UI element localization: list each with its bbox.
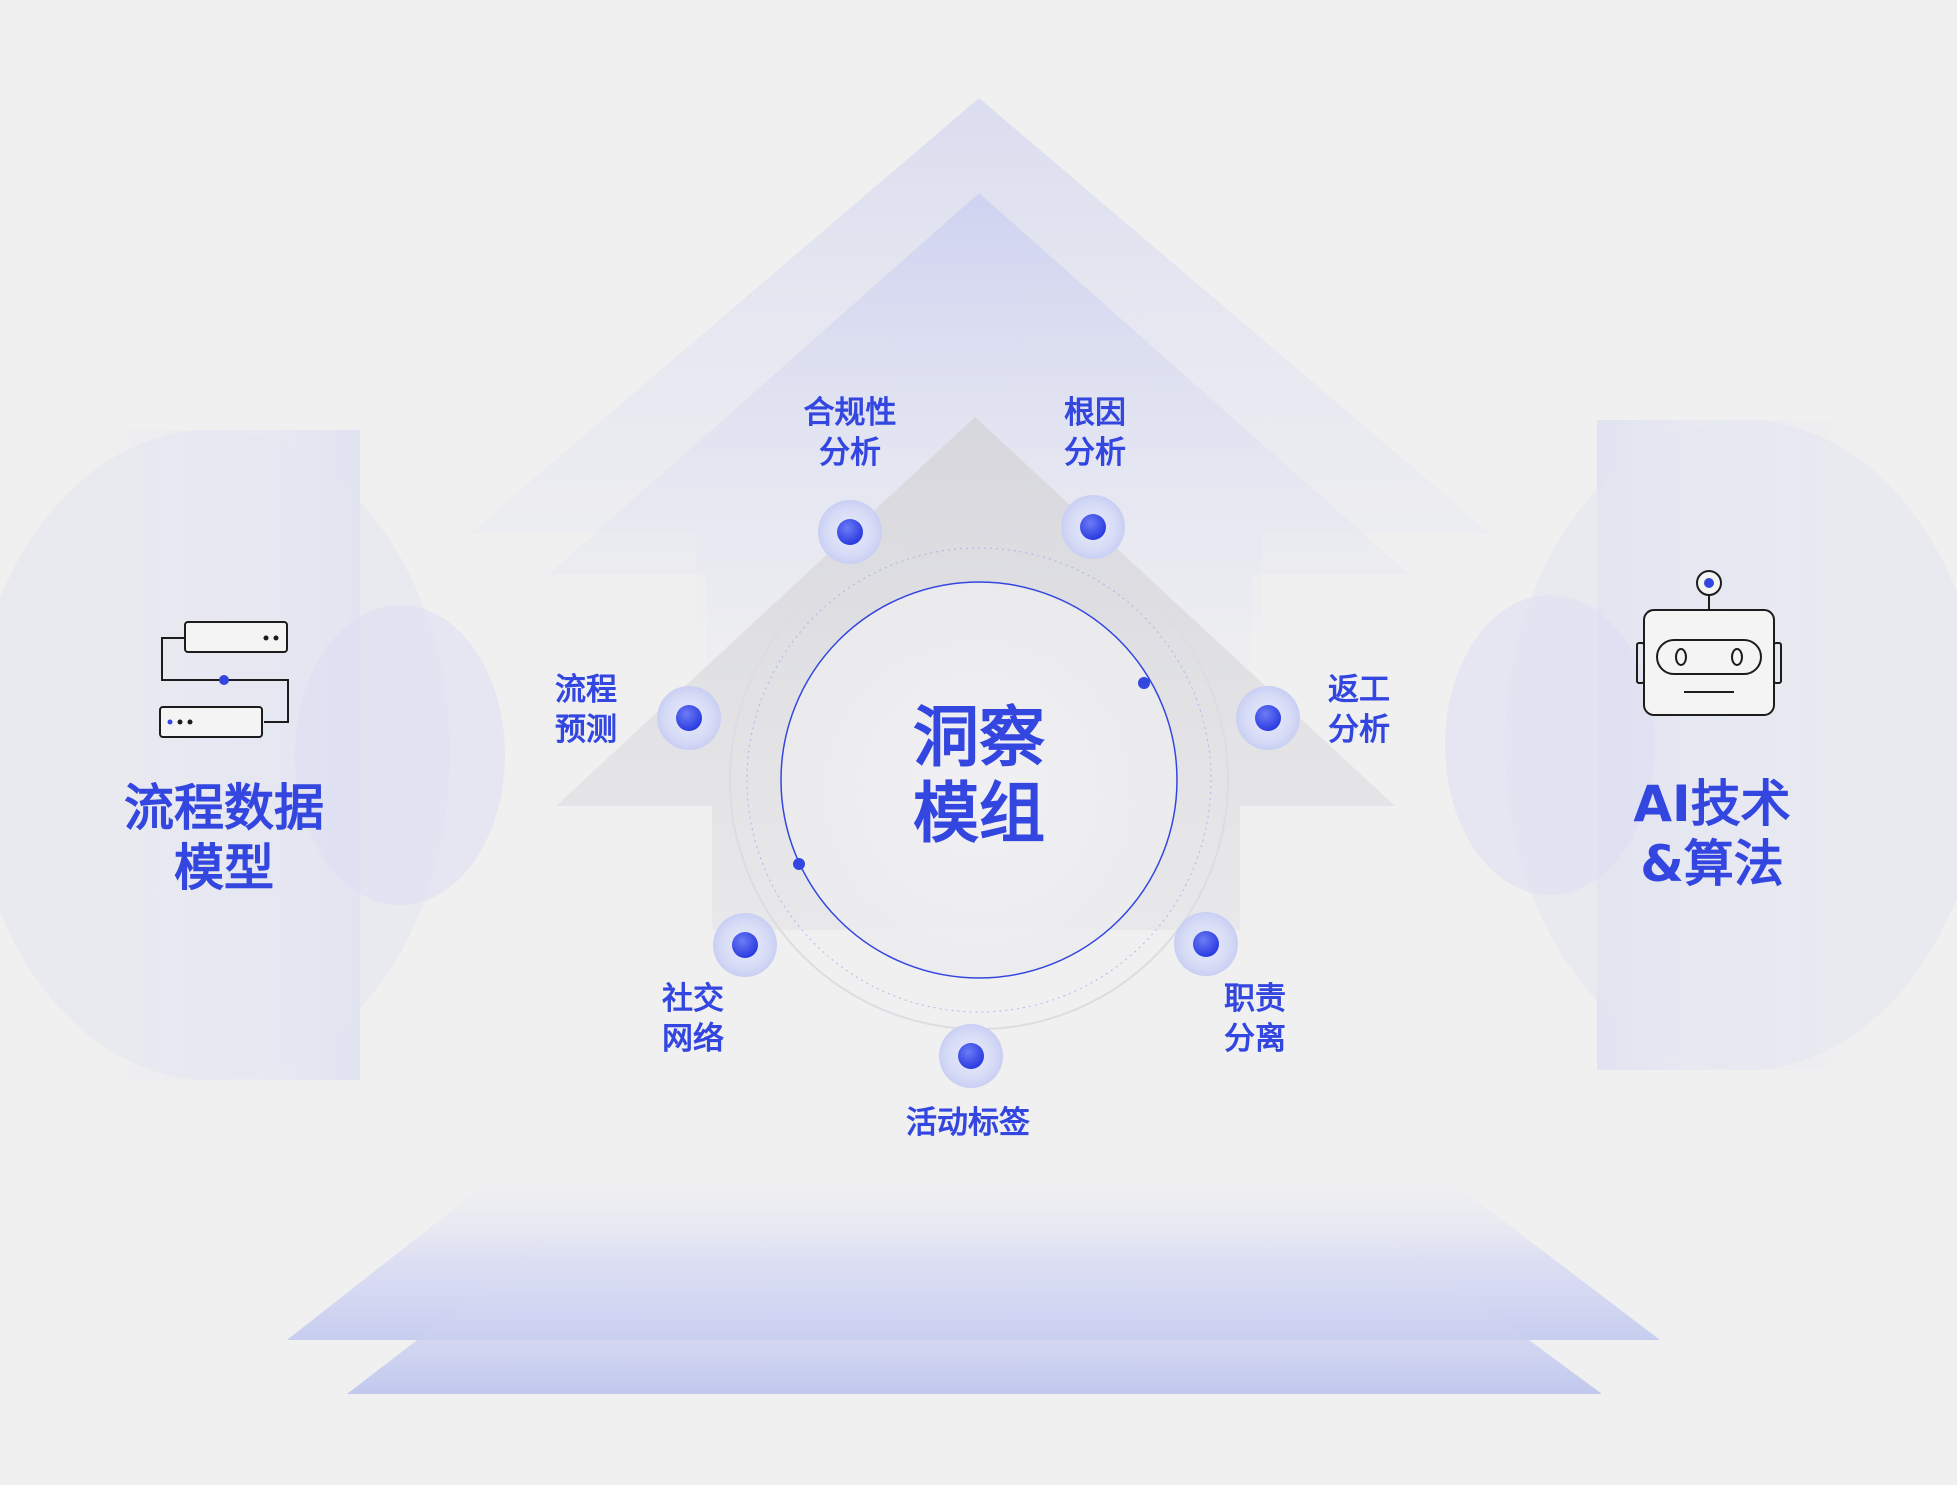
node-label-process-prediction-line2: 预测 [555,711,617,748]
node-dot-root-cause [1061,495,1125,559]
node-label-root-cause-line1: 根因 [1064,395,1126,431]
node-label-process-prediction-line1: 流程 [555,672,617,708]
node-label-segregation-line2: 分离 [1224,1020,1286,1057]
node-dot-rework [1236,686,1300,750]
node-label-activity-tag-line1: 活动标签 [906,1105,1030,1141]
bottom-base-lower [347,1230,1602,1394]
left-pillar-title-line2: 模型 [174,839,274,897]
node-label-social-network-line1: 社交 [662,981,724,1017]
node-dot-social-network [713,913,777,977]
node-label-rework-line1: 返工 [1328,672,1390,708]
right-pillar-title: AI技术 &算法 [1562,774,1862,894]
center-title-line1: 洞察 [913,699,1045,776]
node-label-compliance-line1: 合规性 [803,395,897,431]
node-dot-activity-tag [939,1024,1003,1088]
robot-icon [1636,570,1782,716]
node-dot-segregation [1174,912,1238,976]
left-pillar-title: 流程数据 模型 [74,778,374,898]
node-label-social-network-line2: 网络 [662,1020,724,1057]
node-label-activity-tag: 活动标签 [868,1104,1068,1144]
center-title-line2: 模组 [913,774,1045,852]
node-dot-process-prediction [657,686,721,750]
node-label-segregation-line1: 职责 [1224,981,1286,1017]
center-title: 洞察 模组 [879,700,1079,852]
right-pillar [1445,420,1957,1070]
left-pillar [0,430,505,1080]
node-label-rework: 返工 分析 [1289,671,1429,750]
node-label-process-prediction: 流程 预测 [516,671,656,750]
node-dot-compliance [818,500,882,564]
node-label-root-cause-line2: 分析 [1064,434,1126,471]
left-pillar-title-line1: 流程数据 [124,779,324,837]
node-label-compliance: 合规性 分析 [780,394,920,473]
right-pillar-title-line2: &算法 [1640,835,1784,893]
node-label-compliance-line2: 分析 [819,434,881,471]
right-pillar-title-line1: AI技术 [1633,775,1791,833]
process-flow-icon [159,621,289,738]
node-label-rework-line2: 分析 [1328,711,1390,748]
node-label-social-network: 社交 网络 [623,980,763,1059]
node-label-segregation: 职责 分离 [1185,980,1325,1059]
node-label-root-cause: 根因 分析 [1025,394,1165,473]
